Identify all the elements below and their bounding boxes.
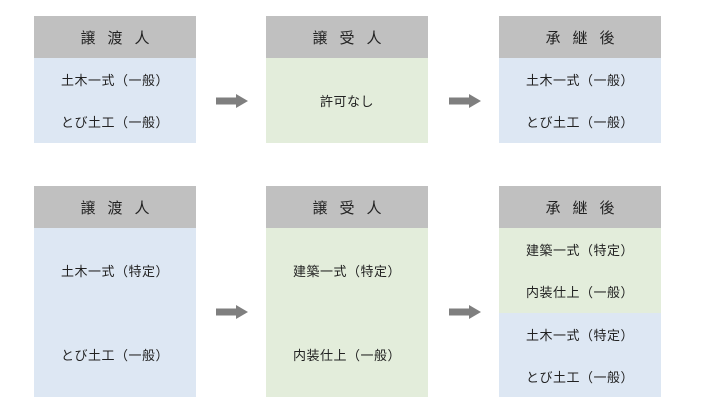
successor-header: 承継後 bbox=[499, 186, 661, 228]
license-item: とび土工（一般） bbox=[60, 349, 169, 364]
transferee-body: 許可なし bbox=[266, 58, 428, 143]
license-item: 建築一式（特定） bbox=[525, 243, 634, 259]
row1-transferee-box: 譲受人 許可なし bbox=[266, 16, 428, 143]
license-item: とび土工（一般） bbox=[60, 116, 169, 131]
transferor-header: 譲渡人 bbox=[34, 16, 196, 58]
license-item: 土木一式（特定） bbox=[525, 328, 634, 344]
transferee-header: 譲受人 bbox=[266, 16, 428, 58]
row2-transferee-box: 譲受人 建築一式（特定） 内装仕上（一般） bbox=[266, 186, 428, 397]
transferor-body: 土木一式（特定） とび土工（一般） bbox=[34, 228, 196, 397]
row1-successor-box: 承継後 土木一式（一般） とび土工（一般） bbox=[499, 16, 661, 143]
right-arrow-icon bbox=[449, 305, 481, 319]
right-arrow-icon bbox=[216, 94, 248, 108]
row2-successor-box: 承継後 建築一式（特定） 内装仕上（一般） 土木一式（特定） とび土工（一般） bbox=[499, 186, 661, 397]
successor-from-transferor: 土木一式（特定） とび土工（一般） bbox=[499, 313, 661, 397]
license-item: 建築一式（特定） bbox=[292, 264, 401, 280]
license-item: 土木一式（一般） bbox=[525, 73, 634, 89]
license-item: 内装仕上（一般） bbox=[525, 286, 634, 301]
license-item: とび土工（一般） bbox=[525, 116, 634, 131]
transferee-body: 建築一式（特定） 内装仕上（一般） bbox=[266, 228, 428, 397]
transferor-body: 土木一式（一般） とび土工（一般） bbox=[34, 58, 196, 143]
license-item: とび土工（一般） bbox=[525, 370, 634, 386]
successor-body: 建築一式（特定） 内装仕上（一般） 土木一式（特定） とび土工（一般） bbox=[499, 228, 661, 397]
license-item: 土木一式（一般） bbox=[60, 73, 169, 89]
license-item: 許可なし bbox=[319, 95, 374, 110]
license-item: 土木一式（特定） bbox=[60, 264, 169, 280]
transferor-header: 譲渡人 bbox=[34, 186, 196, 228]
license-item: 内装仕上（一般） bbox=[292, 349, 401, 364]
successor-header: 承継後 bbox=[499, 16, 661, 58]
successor-body: 土木一式（一般） とび土工（一般） bbox=[499, 58, 661, 143]
row2-transferor-box: 譲渡人 土木一式（特定） とび土工（一般） bbox=[34, 186, 196, 397]
transferee-header: 譲受人 bbox=[266, 186, 428, 228]
successor-from-transferee: 建築一式（特定） 内装仕上（一般） bbox=[499, 228, 661, 313]
row1-transferor-box: 譲渡人 土木一式（一般） とび土工（一般） bbox=[34, 16, 196, 143]
right-arrow-icon bbox=[216, 305, 248, 319]
right-arrow-icon bbox=[449, 94, 481, 108]
